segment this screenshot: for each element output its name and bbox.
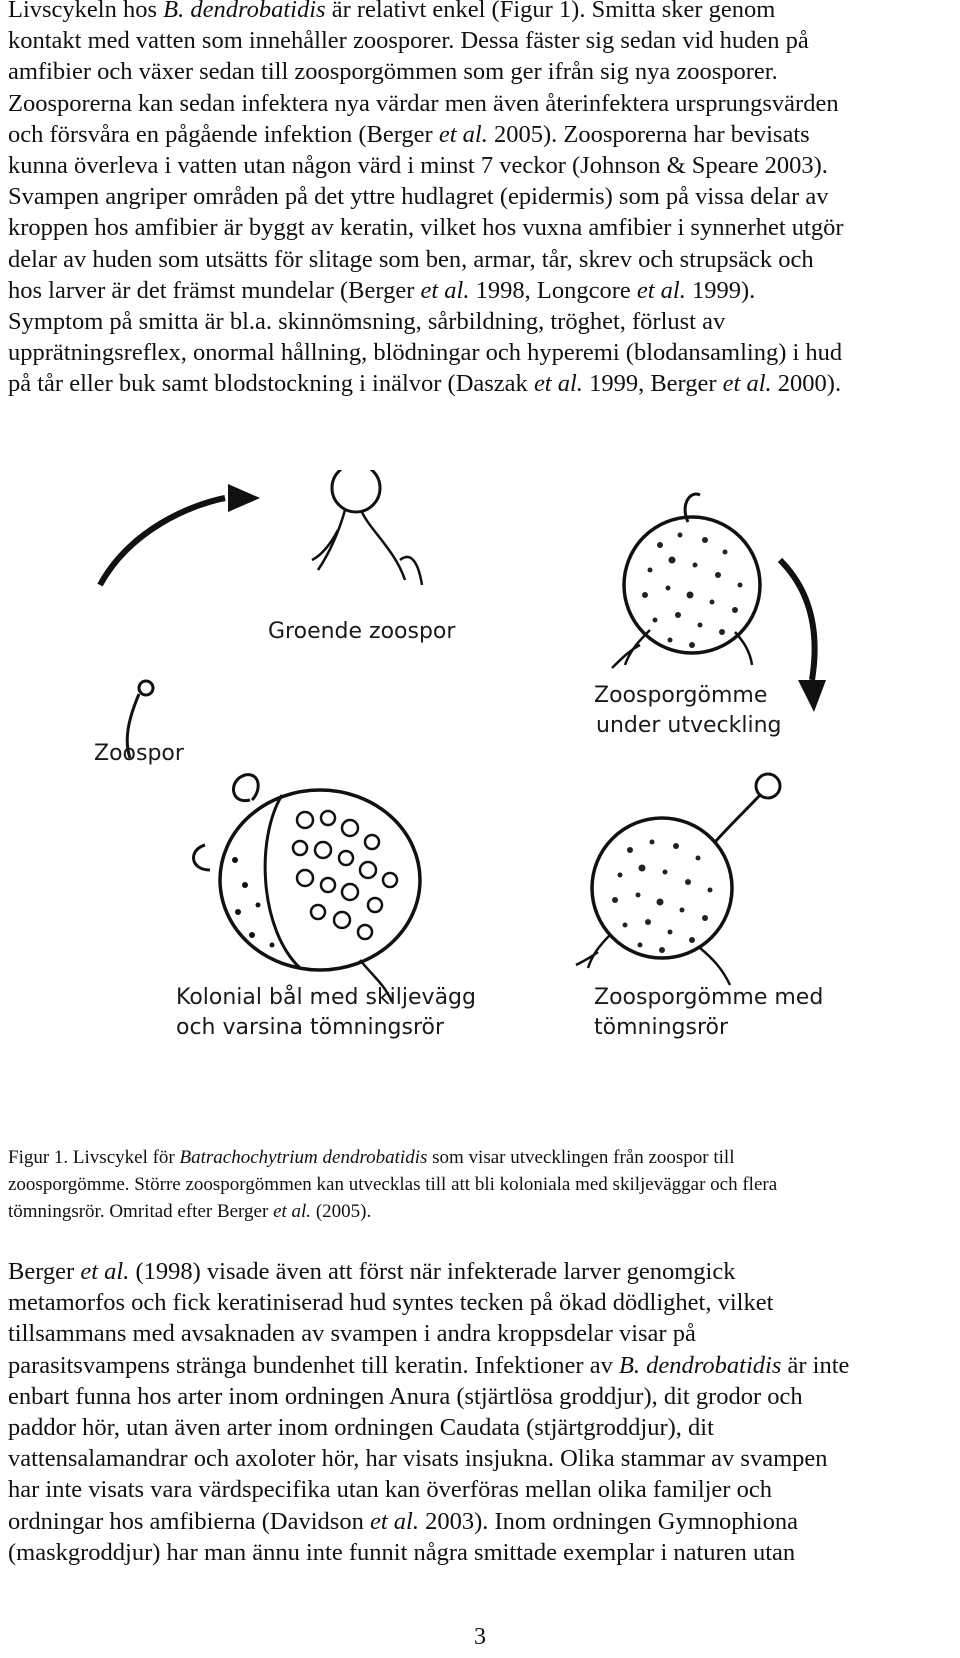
page-number: 3 bbox=[474, 1624, 486, 1650]
text-segment: paddor hör, utan även arter inom ordning… bbox=[8, 1414, 714, 1442]
text-segment: delar av huden som utsätts för slitage s… bbox=[8, 245, 814, 273]
arrow-head-1 bbox=[228, 484, 260, 512]
arrow-to-mature bbox=[777, 557, 818, 681]
text-line: hos larver är det främst mundelar (Berge… bbox=[8, 275, 952, 306]
text-line: tömningsrör. Omritad efter Berger et al.… bbox=[8, 1198, 952, 1225]
zoospore-drawing bbox=[125, 679, 155, 759]
text-segment: som visar utvecklingen från zoospor till bbox=[427, 1147, 735, 1168]
label-zoospor: Zoospor bbox=[94, 741, 185, 766]
italic-text: et al. bbox=[420, 276, 470, 304]
italic-text: et al. bbox=[369, 1507, 419, 1535]
text-segment: 1999, Berger bbox=[582, 370, 723, 398]
text-line: Berger et al. (1998) visade även att för… bbox=[8, 1256, 952, 1287]
text-segment: tillsammans med avsaknaden av svampen i … bbox=[8, 1320, 696, 1348]
italic-text: et al. bbox=[438, 120, 488, 148]
germinating-zoospore-drawing bbox=[311, 470, 424, 586]
text-line: paddor hör, utan även arter inom ordning… bbox=[8, 1412, 952, 1443]
text-segment: Svampen angriper områden på det yttre hu… bbox=[8, 183, 829, 211]
text-segment: Livscykeln hos bbox=[8, 0, 164, 23]
text-segment: kontakt med vatten som innehåller zoospo… bbox=[8, 27, 809, 55]
text-segment: (maskgroddjur) har man ännu inte funnit … bbox=[8, 1538, 796, 1566]
text-segment: Figur 1. Livscykel för bbox=[8, 1147, 180, 1168]
text-line: zoosporgömme. Större zoosporgömmen kan u… bbox=[8, 1171, 952, 1198]
italic-text: et al. bbox=[722, 370, 772, 398]
text-segment: tömningsrör. Omritad efter Berger bbox=[8, 1201, 274, 1222]
italic-text: et al. bbox=[273, 1201, 312, 1222]
text-line: upprätningsreflex, onormal hållning, blö… bbox=[8, 337, 952, 368]
text-segment: Symptom på smitta är bl.a. skinnömsning,… bbox=[8, 308, 726, 336]
text-line: Figur 1. Livscykel för Batrachochytrium … bbox=[8, 1144, 952, 1171]
italic-text: et al. bbox=[80, 1258, 130, 1285]
text-line: amfibier och växer sedan till zoosporgöm… bbox=[8, 56, 952, 87]
colonial-thallus-drawing bbox=[192, 773, 422, 1003]
italic-text: B. dendrobatidis bbox=[163, 0, 326, 23]
text-segment: enbart funna hos arter inom ordningen An… bbox=[8, 1382, 803, 1410]
label-med-1: Zoosporgömme med bbox=[594, 985, 823, 1010]
text-segment: på tår eller buk samt blodstockning i in… bbox=[8, 370, 534, 398]
text-line: Svampen angriper områden på det yttre hu… bbox=[8, 181, 952, 212]
text-segment: 1998, Longcore bbox=[469, 276, 637, 304]
developing-zoosporangium-drawing bbox=[611, 492, 762, 669]
text-line: kroppen hos amfibier är byggt av keratin… bbox=[8, 212, 952, 243]
text-line: parasitsvampens stränga bundenhet till k… bbox=[8, 1350, 952, 1381]
text-segment: 2000). bbox=[771, 370, 842, 398]
text-line: tillsammans med avsaknaden av svampen i … bbox=[8, 1318, 952, 1349]
text-segment: 1999). bbox=[685, 276, 756, 304]
italic-text: Batrachochytrium dendrobatidis bbox=[179, 1147, 428, 1168]
label-under-2: under utveckling bbox=[596, 713, 782, 738]
text-line: på tår eller buk samt blodstockning i in… bbox=[8, 368, 952, 399]
text-segment: ordningar hos amfibierna (Davidson bbox=[8, 1507, 370, 1535]
italic-text: B. dendrobatidis bbox=[618, 1351, 782, 1379]
text-line: metamorfos och fick keratiniserad hud sy… bbox=[8, 1287, 952, 1318]
text-segment: 2005). Zoosporerna har bevisats bbox=[487, 120, 810, 148]
text-line: och försvåra en pågående infektion (Berg… bbox=[8, 119, 952, 150]
italic-text: et al. bbox=[636, 276, 686, 304]
lifecycle-figure: Zoospor Groende zoospor Zoosporgömme und… bbox=[94, 470, 826, 1040]
text-segment: upprätningsreflex, onormal hållning, blö… bbox=[8, 339, 843, 367]
text-line: vattensalamandrar och axoloter hör, har … bbox=[8, 1443, 952, 1474]
text-segment: kunna överleva i vatten utan någon värd … bbox=[8, 152, 828, 180]
arrow-head-2 bbox=[798, 680, 826, 712]
label-kolonial-1: Kolonial bål med skiljevägg bbox=[176, 984, 476, 1010]
text-segment: är inte bbox=[781, 1351, 850, 1379]
mature-zoosporangium-drawing bbox=[575, 772, 782, 986]
text-segment: hos larver är det främst mundelar (Berge… bbox=[8, 276, 421, 304]
paragraph-lifecycle: Livscykeln hos B. dendrobatidis är relat… bbox=[8, 0, 952, 400]
arrow-to-germinating bbox=[97, 495, 226, 587]
paragraph-keratin: Berger et al. (1998) visade även att för… bbox=[8, 1256, 952, 1568]
text-segment: är relativt enkel (Figur 1). Smitta sker… bbox=[325, 0, 776, 23]
text-line: delar av huden som utsätts för slitage s… bbox=[8, 244, 952, 275]
text-segment: kroppen hos amfibier är byggt av keratin… bbox=[8, 214, 844, 242]
text-segment: (1998) visade även att först när infekte… bbox=[129, 1258, 736, 1285]
text-line: ordningar hos amfibierna (Davidson et al… bbox=[8, 1506, 952, 1537]
label-kolonial-2: och varsina tömningsrör bbox=[176, 1015, 445, 1040]
text-line: Livscykeln hos B. dendrobatidis är relat… bbox=[8, 0, 952, 25]
text-segment: vattensalamandrar och axoloter hör, har … bbox=[8, 1445, 828, 1473]
label-groende: Groende zoospor bbox=[268, 619, 456, 644]
text-segment: parasitsvampens stränga bundenhet till k… bbox=[8, 1351, 619, 1379]
text-line: (maskgroddjur) har man ännu inte funnit … bbox=[8, 1537, 952, 1568]
text-line: har inte visats vara värdspecifika utan … bbox=[8, 1474, 952, 1505]
text-line: kontakt med vatten som innehåller zoospo… bbox=[8, 25, 952, 56]
text-line: enbart funna hos arter inom ordningen An… bbox=[8, 1381, 952, 1412]
text-segment: Berger bbox=[8, 1258, 81, 1285]
text-segment: amfibier och växer sedan till zoosporgöm… bbox=[8, 58, 778, 86]
label-under-1: Zoosporgömme bbox=[594, 683, 767, 708]
text-line: Zoosporerna kan sedan infektera nya värd… bbox=[8, 88, 952, 119]
text-segment: Zoosporerna kan sedan infektera nya värd… bbox=[8, 89, 839, 117]
italic-text: et al. bbox=[533, 370, 583, 398]
text-segment: metamorfos och fick keratiniserad hud sy… bbox=[8, 1289, 774, 1317]
figure-caption: Figur 1. Livscykel för Batrachochytrium … bbox=[8, 1144, 952, 1225]
text-segment: och försvåra en pågående infektion (Berg… bbox=[8, 120, 439, 148]
text-segment: 2003). Inom ordningen Gymnophiona bbox=[418, 1507, 798, 1535]
text-segment: zoosporgömme. Större zoosporgömmen kan u… bbox=[8, 1174, 778, 1195]
label-med-2: tömningsrör bbox=[594, 1015, 729, 1040]
text-segment: (2005). bbox=[311, 1201, 372, 1222]
text-line: kunna överleva i vatten utan någon värd … bbox=[8, 150, 952, 181]
text-line: Symptom på smitta är bl.a. skinnömsning,… bbox=[8, 306, 952, 337]
text-segment: har inte visats vara värdspecifika utan … bbox=[8, 1476, 772, 1504]
